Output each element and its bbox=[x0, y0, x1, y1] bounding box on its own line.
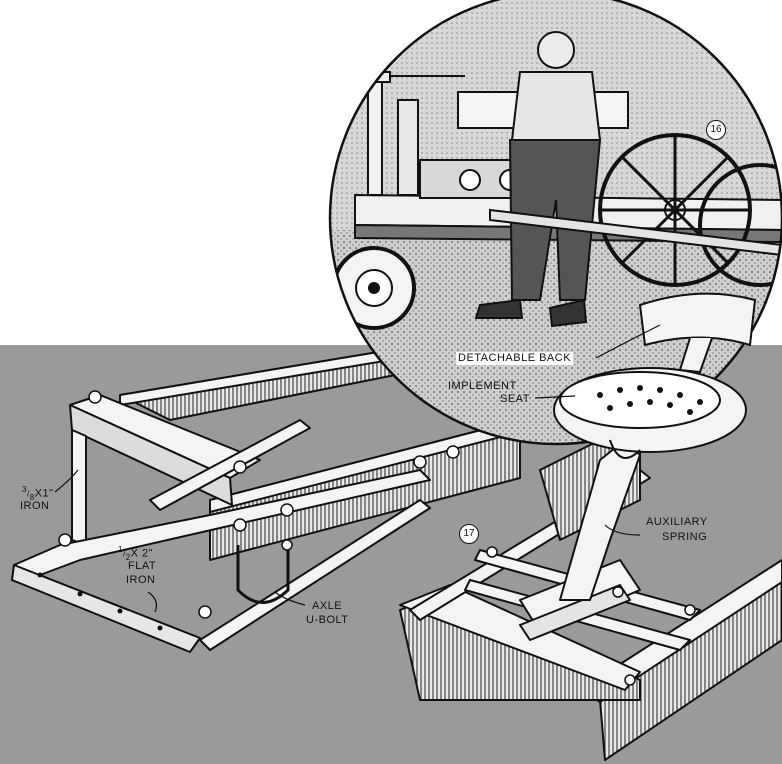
label-iron-word: IRON bbox=[20, 500, 50, 512]
label-implement-seat-line1: IMPLEMENT bbox=[448, 380, 517, 392]
flat-size-dimension: X 2" bbox=[130, 547, 154, 560]
flat-size-denominator: 2 bbox=[125, 552, 131, 562]
label-detachable-back: DETACHABLE BACK bbox=[456, 352, 574, 365]
label-u-bolt: U-BOLT bbox=[306, 614, 349, 626]
figure-16-number: 16 bbox=[706, 120, 726, 140]
leader-lines bbox=[54, 324, 661, 613]
flat-size-numerator: 1 bbox=[118, 545, 123, 554]
label-flat-iron-size: 1/2X 2" bbox=[118, 545, 154, 562]
implement-seat bbox=[553, 292, 757, 459]
label-iron-size: 3/8X1" bbox=[22, 485, 54, 502]
label-auxiliary-spring-line1: AUXILIARY bbox=[646, 516, 708, 528]
iron-size-numerator: 3 bbox=[22, 485, 27, 494]
label-implement-seat-line2: SEAT bbox=[500, 393, 530, 405]
axle-u-bolt bbox=[236, 540, 290, 604]
seat-frame-assembly bbox=[11, 344, 521, 653]
label-axle: AXLE bbox=[312, 600, 343, 612]
seat-spring-bar bbox=[559, 439, 641, 601]
detachable-back bbox=[638, 292, 757, 347]
figure-17-number: 17 bbox=[459, 524, 479, 544]
label-flat-iron-word: IRON bbox=[126, 574, 156, 586]
label-auxiliary-spring-line2: SPRING bbox=[662, 531, 708, 543]
iron-size-dimension: X1" bbox=[34, 487, 54, 500]
label-flat-word: FLAT bbox=[128, 560, 157, 572]
iron-size-denominator: 8 bbox=[29, 492, 35, 502]
seat-mount-assembly bbox=[399, 419, 782, 761]
